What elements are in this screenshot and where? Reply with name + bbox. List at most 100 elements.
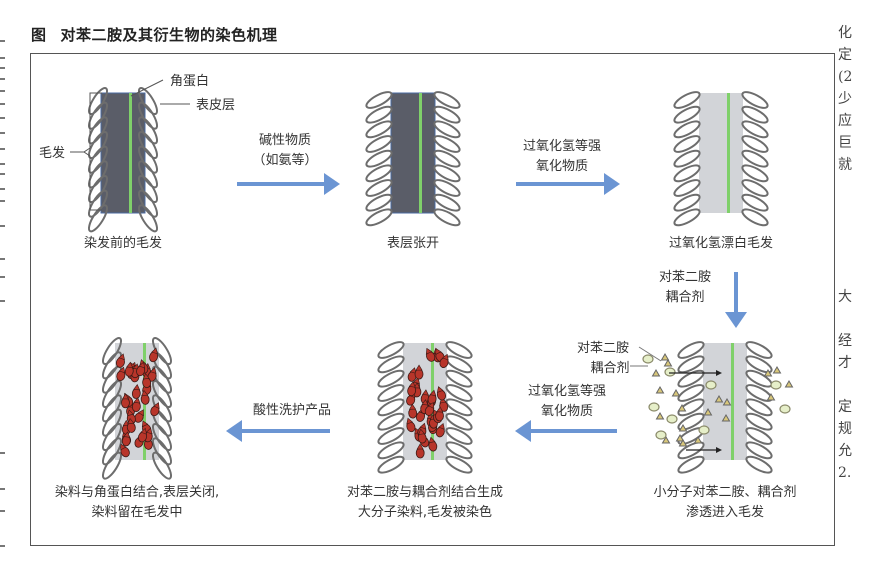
cuticle-scale [433, 91, 461, 109]
margin-text-remnant [0, 103, 5, 105]
cuticle-scale [445, 341, 473, 359]
arrow-label-oxidant-2: 氧化物质 [541, 404, 593, 419]
dye-molecule [131, 384, 141, 399]
arrow-head [226, 420, 242, 442]
hair-medulla-keratin [731, 343, 734, 460]
cuticle-scale [151, 451, 173, 480]
margin-text-remnant [0, 200, 5, 202]
ppd-particle [678, 439, 688, 447]
column-text-fragment: 定 [838, 399, 852, 415]
cuticle-scale [673, 193, 701, 212]
cuticle-scale [745, 412, 773, 431]
cuticle-scale [741, 164, 769, 183]
dye-molecule [424, 402, 435, 416]
dye-molecule [407, 367, 417, 382]
panel-caption-dye-locked: 染料留在毛发中 [91, 504, 182, 520]
keratin-label: 角蛋白 [170, 73, 209, 89]
column-text-fragment: 就 [838, 157, 852, 173]
dye-molecule [417, 428, 427, 444]
cuticle-scale [741, 120, 769, 139]
cuticle-scale [673, 105, 701, 124]
hair-cortex [100, 92, 146, 214]
margin-text-remnant [0, 90, 5, 92]
dye-head [140, 427, 148, 435]
hair-panel-before-dye [87, 87, 159, 233]
dye-head [118, 366, 126, 374]
dye-head [120, 443, 127, 451]
ppd-particle [678, 424, 688, 432]
cuticle-scale [377, 441, 405, 460]
coupler-particle [770, 380, 782, 390]
column-text-fragment: (2 [838, 69, 853, 85]
dye-molecule [142, 373, 152, 389]
margin-text-remnant [0, 117, 5, 119]
cuticle-scale [365, 149, 393, 168]
cuticle-scale [377, 455, 405, 474]
cuticle-scale [377, 398, 405, 417]
margin-text-remnant [0, 300, 5, 302]
dye-head [421, 399, 429, 406]
dye-head [428, 436, 436, 444]
dye-head [427, 402, 435, 409]
margin-text-remnant [0, 452, 5, 454]
margin-text-remnant [0, 78, 5, 80]
coupler-particle [698, 425, 710, 435]
dye-head [137, 409, 144, 417]
arrow-head [324, 173, 340, 195]
coupler-particle [642, 354, 654, 364]
ppd-particle [677, 404, 687, 412]
dye-head [435, 348, 442, 355]
dye-head [141, 389, 149, 397]
margin-text-remnant [0, 510, 5, 512]
cuticle-scale [365, 120, 393, 139]
cuticle-scale [745, 441, 773, 460]
cuticle-scale [87, 204, 109, 233]
panel-caption-dye-formed: 对苯二胺与耦合剂结合生成 [347, 485, 503, 500]
column-text-fragment: 2. [838, 465, 852, 481]
cuticle-scale [365, 179, 393, 197]
dye-molecule [149, 347, 159, 363]
arrow-alkaline: 碱性物质（如氨等） [237, 133, 340, 195]
cuticle-scale [677, 412, 705, 431]
hair-label: 毛发 [39, 145, 65, 161]
dye-body [415, 447, 425, 459]
margin-text-remnant [0, 173, 5, 175]
arrow-head [515, 420, 531, 442]
arrow-label-ppd-coupler: 耦合剂 [665, 290, 704, 305]
hair-panel-cuticle-open [365, 91, 461, 227]
dye-head [409, 367, 417, 374]
dye-molecule [435, 406, 444, 422]
dye-molecule [428, 436, 438, 452]
panel-caption-before-dye: 染发前的毛发 [84, 235, 162, 251]
cuticle-scale [673, 120, 701, 139]
dye-molecule [407, 381, 417, 397]
cuticle-scale [445, 398, 473, 417]
hair-cortex [699, 93, 743, 213]
ppd-particle [675, 434, 685, 442]
dye-head [149, 367, 157, 374]
cuticle-scale [741, 105, 769, 124]
cuticle-scale [445, 427, 473, 445]
cuticle-scale [745, 455, 773, 474]
dye-head [153, 402, 160, 409]
column-text-fragment: 允 [838, 443, 852, 459]
cuticle-scale [377, 384, 405, 402]
cuticle-scale [677, 398, 705, 417]
cuticle-scale [433, 179, 461, 197]
dye-head [429, 389, 437, 397]
dye-body [414, 368, 424, 380]
penetration-arrow-head [716, 447, 722, 453]
column-text-fragment: 少 [838, 91, 852, 107]
coupler-annotation: 耦合剂 [590, 361, 629, 376]
dye-head [118, 353, 125, 361]
margin-text-remnant [0, 188, 5, 190]
arrow-label-oxidant-2: 过氧化氢等强 [528, 383, 606, 399]
cuticle-scale [677, 441, 705, 460]
dye-head [406, 417, 414, 425]
dye-molecule [414, 364, 424, 380]
dye-molecule [137, 427, 148, 443]
cuticle-scale [137, 204, 159, 233]
column-text-fragment: 经 [838, 333, 852, 349]
